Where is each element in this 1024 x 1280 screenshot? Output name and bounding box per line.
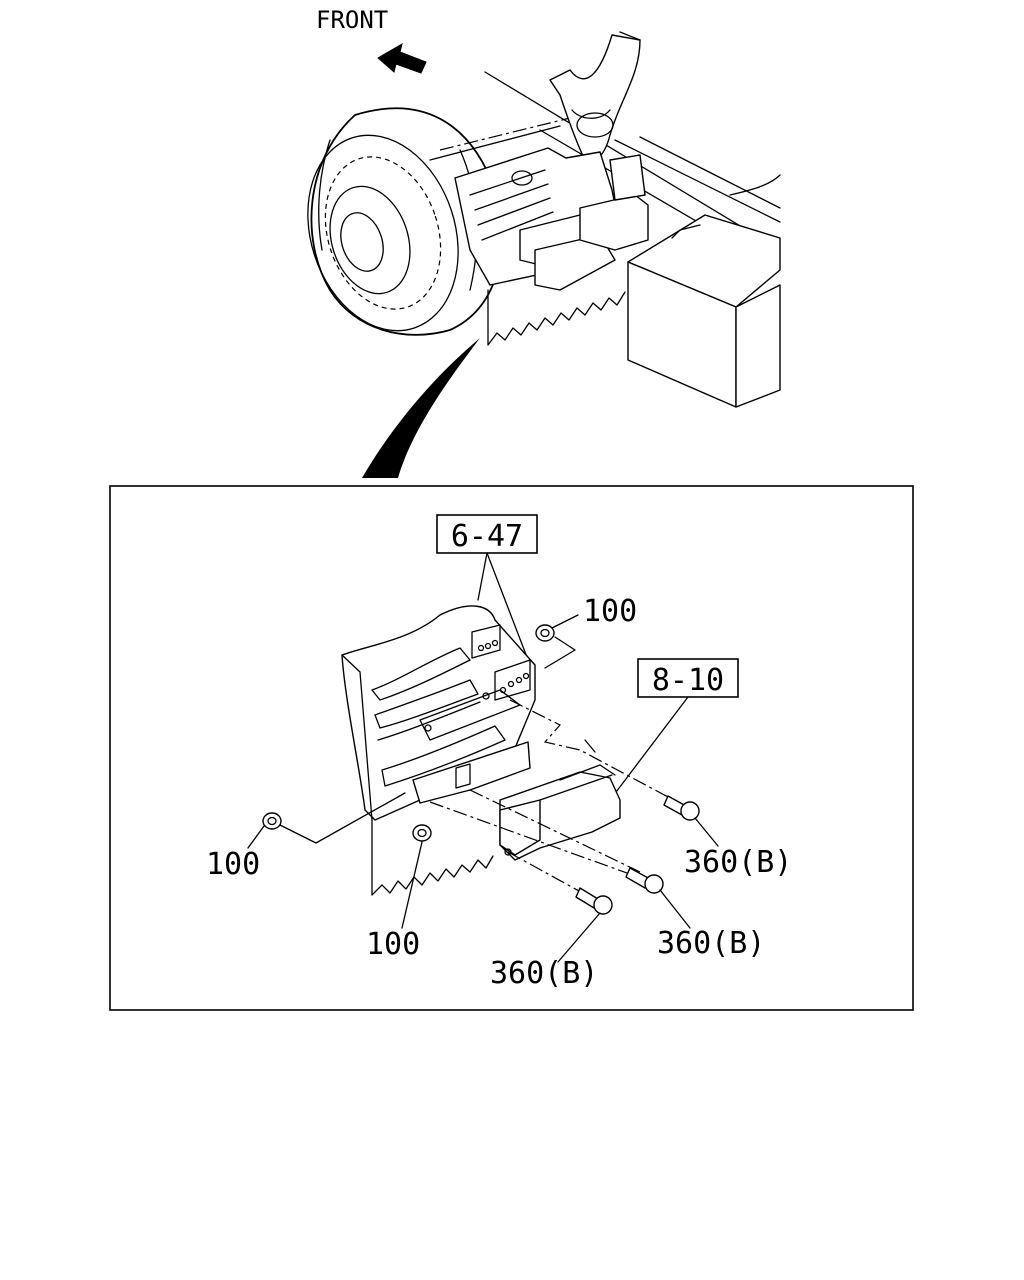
detail-pointer <box>362 338 480 478</box>
callout-100-left: 100 <box>206 847 260 882</box>
ref-box-8-10[interactable]: 8-10 <box>637 658 739 698</box>
nut-top-right <box>535 624 555 642</box>
front-label: FRONT <box>316 6 388 34</box>
torn-edge <box>487 289 626 346</box>
battery-box <box>627 214 781 408</box>
nut-bottom <box>412 824 432 842</box>
callout-360b-middle: 360(B) <box>657 926 765 961</box>
bolt-middle <box>625 867 664 894</box>
ref-8-10-label: 8-10 <box>652 663 724 698</box>
ref-box-6-47[interactable]: 6-47 <box>436 514 538 554</box>
vehicle-overview: FRONT <box>307 6 781 478</box>
bolt-right <box>663 795 700 821</box>
ref-6-47-label: 6-47 <box>451 519 523 554</box>
callout-100-bottom: 100 <box>366 927 420 962</box>
front-arrow-icon <box>377 42 427 74</box>
mount-bracket-overview <box>454 147 649 291</box>
bracket-detail <box>341 605 536 821</box>
reference-leaders <box>477 552 689 801</box>
nut-left <box>262 812 282 830</box>
callout-100-top: 100 <box>583 594 637 629</box>
mounting-guides <box>429 699 671 898</box>
callout-360b-right: 360(B) <box>684 845 792 880</box>
suspension-arm <box>549 31 641 162</box>
callout-360b-bottom: 360(B) <box>490 956 598 991</box>
callout-leaders <box>247 614 719 963</box>
torn-edge-detail <box>371 819 494 896</box>
detail-frame <box>109 485 914 1011</box>
bolt-bottom <box>575 887 613 915</box>
